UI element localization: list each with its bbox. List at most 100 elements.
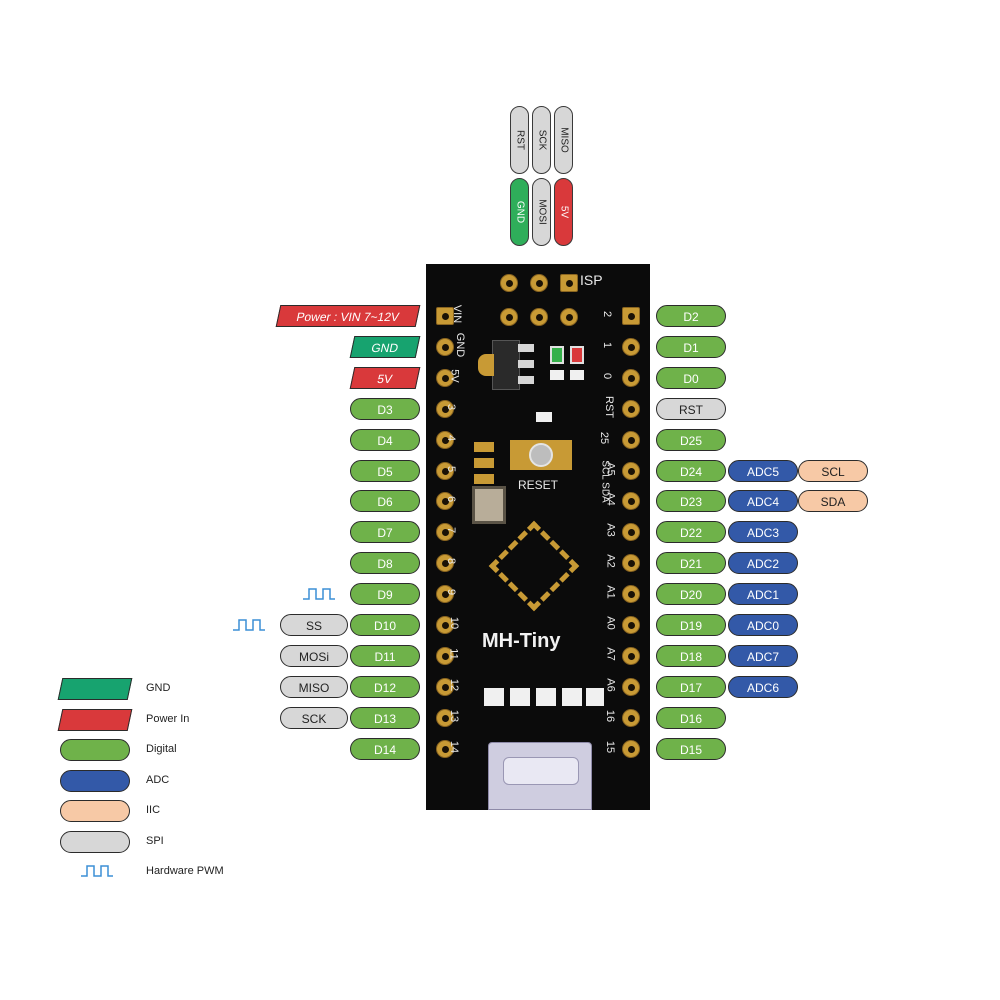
adc-label-adc4: ADC4 xyxy=(728,490,798,513)
right-pad xyxy=(622,554,640,573)
right-pad xyxy=(622,585,640,604)
micro-usb-port[interactable] xyxy=(488,742,592,810)
crystal-oscillator xyxy=(472,486,506,524)
regulator-tab xyxy=(478,354,494,376)
right-silk-label: 1 xyxy=(601,341,614,348)
left-pin-label-d10: D10 xyxy=(350,614,420,636)
right-silk-label: 15 xyxy=(604,740,617,753)
isp-pad xyxy=(560,274,578,292)
right-pin-label-d22: D22 xyxy=(656,521,726,544)
right-pin-label-d0: D0 xyxy=(656,366,726,389)
isp-pin-miso: MISO xyxy=(554,106,573,174)
reset-button-cap[interactable] xyxy=(529,443,553,467)
smd-diode-2 xyxy=(510,688,530,706)
right-pin-label-d23: D23 xyxy=(656,490,726,513)
legend-label-power: Power In xyxy=(146,712,190,725)
right-silk-label: A7 xyxy=(604,647,617,661)
legend-label-gnd: GND xyxy=(146,682,171,694)
isp-pin-5v: 5V xyxy=(554,178,573,246)
left-silk-label: 6 xyxy=(445,496,458,503)
reset-button[interactable] xyxy=(510,440,572,470)
smd-diode-1 xyxy=(484,688,504,706)
smd-diode-3 xyxy=(536,688,556,706)
voltage-regulator xyxy=(492,340,520,390)
adc-label-adc0: ADC0 xyxy=(728,614,798,636)
left-pin-label-d12: D12 xyxy=(350,675,420,698)
left-pad xyxy=(436,461,454,480)
left-pad xyxy=(436,492,454,511)
capacitor-3 xyxy=(474,474,494,484)
left-pin-label-d14: D14 xyxy=(350,737,420,760)
left-pin-label-d8: D8 xyxy=(350,552,420,575)
regulator-leg-1 xyxy=(518,344,534,352)
left-pin-label-d3: D3 xyxy=(350,397,420,420)
right-pad xyxy=(622,523,640,542)
right-pad xyxy=(622,492,640,511)
spi-label-miso: MISO xyxy=(280,675,348,698)
right-pad xyxy=(622,646,640,665)
right-pad xyxy=(622,461,640,480)
left-pad xyxy=(436,616,454,634)
right-pad xyxy=(622,430,640,449)
isp-pin-label: RST xyxy=(514,130,525,150)
left-pin-label-5v: 5V xyxy=(349,366,421,389)
hardware-pwm-legend-icon xyxy=(81,865,113,877)
right-pin-label-d17: D17 xyxy=(656,675,726,698)
spi-label-sck: SCK xyxy=(280,706,348,729)
adc-label-adc1: ADC1 xyxy=(728,583,798,606)
left-pad xyxy=(436,708,454,727)
right-pin-label-rst: RST xyxy=(656,397,726,420)
left-pad xyxy=(436,399,454,418)
left-pad xyxy=(436,554,454,573)
adc-label-adc7: ADC7 xyxy=(728,644,798,667)
legend-swatch-adc xyxy=(60,769,130,792)
left-silk-label: 10 xyxy=(448,616,461,630)
hardware-pwm-icon xyxy=(233,619,265,631)
scl-sda-silk: SCL SDA xyxy=(599,460,611,503)
right-pin-label-d1: D1 xyxy=(656,335,726,358)
left-silk-label: 11 xyxy=(447,648,460,660)
spi-label-mosi: MOSi xyxy=(280,644,348,667)
legend-swatch-iic xyxy=(60,800,130,822)
legend-swatch-gnd xyxy=(57,678,133,700)
left-pad xyxy=(436,307,454,325)
regulator-leg-3 xyxy=(518,376,534,384)
legend-swatch-power xyxy=(57,708,133,731)
hardware-pwm-icon xyxy=(303,588,335,600)
isp-silk-label: ISP xyxy=(580,272,603,288)
iic-label-scl: SCL xyxy=(798,459,868,482)
right-silk-label: 16 xyxy=(604,709,617,722)
legend-label-digital: Digital xyxy=(146,743,177,755)
isp-pin-rst: RST xyxy=(510,106,529,174)
left-pin-label-d9: D9 xyxy=(350,583,420,606)
smd-diode-5 xyxy=(586,688,604,706)
isp-pin-label: MOSI xyxy=(536,199,547,225)
right-pin-label-d21: D21 xyxy=(656,552,726,575)
right-pad xyxy=(622,616,640,634)
right-pad xyxy=(622,337,640,356)
left-silk-label: GND xyxy=(454,332,467,358)
right-pin-label-d18: D18 xyxy=(656,644,726,667)
isp-pin-label: GND xyxy=(514,200,525,224)
left-silk-label: 7 xyxy=(445,527,458,534)
left-pad xyxy=(436,739,454,758)
led-red xyxy=(570,346,584,364)
left-pad xyxy=(436,337,454,356)
right-pin-label-d25: D25 xyxy=(656,428,726,451)
left-silk-label: 9 xyxy=(445,589,458,596)
left-pin-label-d5: D5 xyxy=(350,459,420,482)
isp-pin-mosi: MOSI xyxy=(532,178,551,246)
adc-label-adc6: ADC6 xyxy=(728,675,798,698)
left-pad xyxy=(436,430,454,449)
board-title: MH-Tiny xyxy=(482,630,561,652)
legend-label-pwm: Hardware PWM xyxy=(146,865,224,877)
left-pad xyxy=(436,585,454,604)
left-silk-label: 5 xyxy=(445,465,458,472)
legend-swatch-spi xyxy=(60,830,130,853)
right-silk-label: A6 xyxy=(604,678,617,692)
right-silk-label: 2 xyxy=(601,310,614,318)
isp-pad xyxy=(560,308,578,326)
left-pad xyxy=(436,646,454,665)
right-pin-label-d24: D24 xyxy=(656,459,726,482)
